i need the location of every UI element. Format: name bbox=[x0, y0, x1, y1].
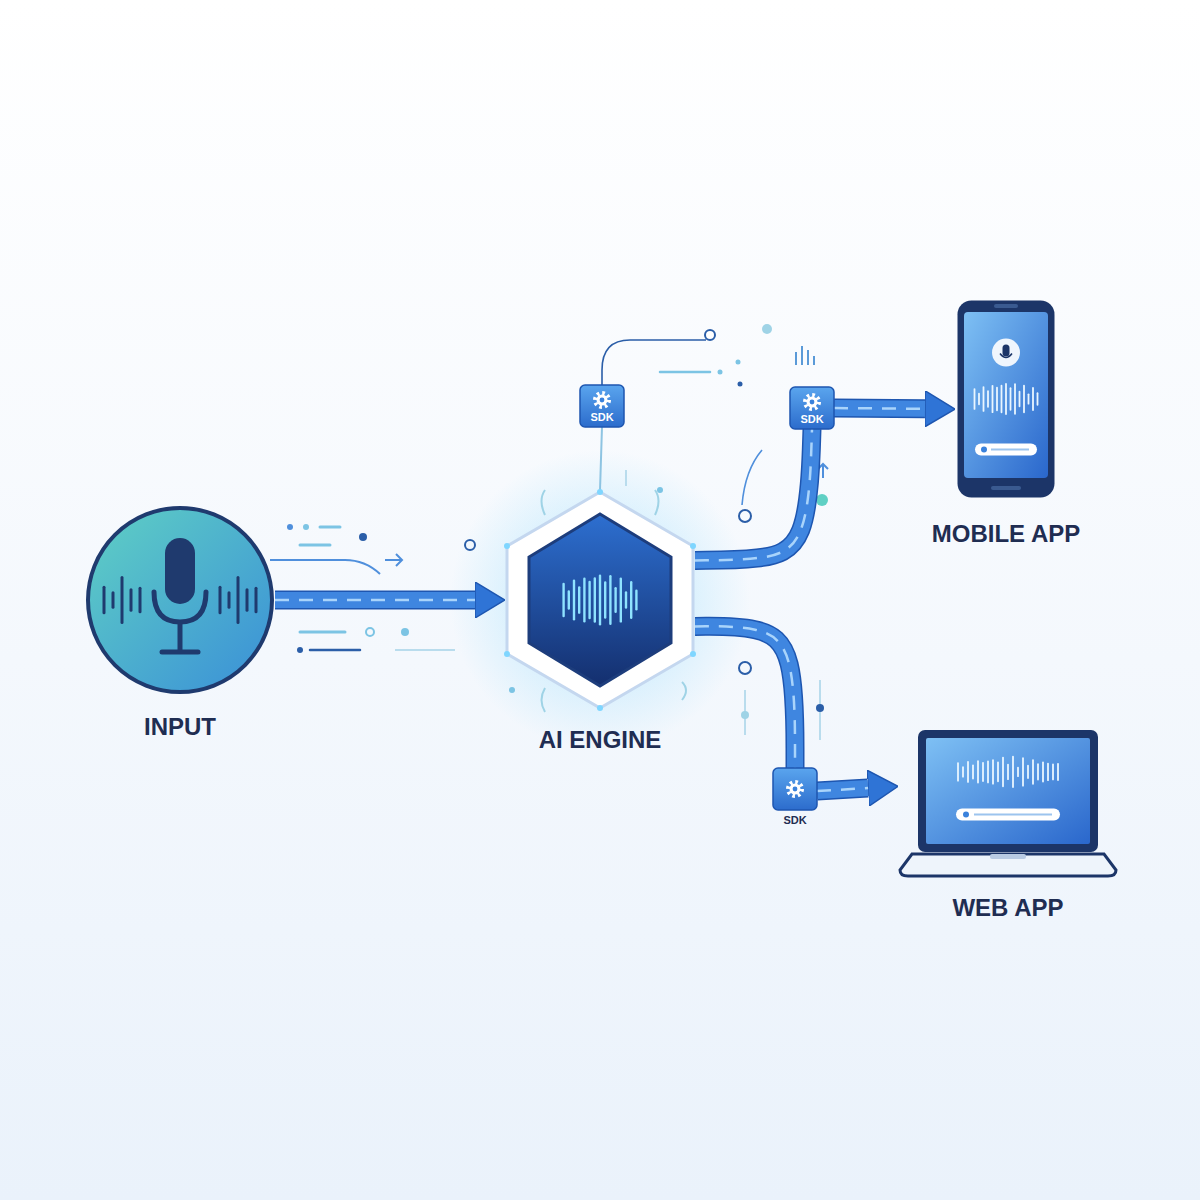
web-laptop-outline bbox=[898, 728, 1118, 890]
connector-outline bbox=[695, 626, 795, 768]
connector-highlight bbox=[834, 407, 925, 410]
connector-outline bbox=[817, 788, 868, 791]
connector-fill bbox=[275, 592, 475, 608]
connector-outline bbox=[834, 399, 925, 419]
connector-fill bbox=[695, 429, 812, 560]
node-label: MOBILE APP bbox=[932, 520, 1080, 548]
mobile-phone-outline bbox=[955, 298, 1057, 500]
connector-highlight bbox=[695, 429, 812, 560]
sdk-box: SDK bbox=[773, 768, 817, 810]
sdk-box: SDK bbox=[790, 387, 834, 429]
web-laptop: WEB APP bbox=[898, 728, 1118, 890]
thin-link bbox=[600, 427, 602, 490]
connector-outline bbox=[275, 591, 475, 610]
flow-band bbox=[695, 429, 812, 560]
sdk-box: SDK bbox=[580, 385, 624, 427]
input-microphone-outline bbox=[85, 505, 275, 695]
node-label: AI ENGINE bbox=[539, 726, 662, 754]
sdk-label: SDK bbox=[800, 413, 823, 426]
sdk-box-outline bbox=[773, 768, 817, 810]
connector-highlight bbox=[275, 599, 475, 602]
connector-outline bbox=[600, 427, 602, 490]
connector-outline bbox=[695, 429, 812, 560]
node-label: WEB APP bbox=[952, 894, 1063, 922]
connector-highlight bbox=[695, 626, 795, 768]
connector-fill bbox=[834, 400, 925, 417]
node-label: INPUT bbox=[144, 713, 216, 741]
input-microphone: INPUT bbox=[85, 505, 275, 695]
connector-fill bbox=[695, 626, 795, 768]
ai-engine-hexagon-outline bbox=[505, 490, 695, 710]
mobile-phone: MOBILE APP bbox=[955, 298, 1057, 500]
sdk-label: SDK bbox=[590, 411, 613, 424]
sdk-label: SDK bbox=[783, 814, 806, 827]
flow-decor bbox=[270, 324, 828, 750]
ai-engine-hexagon: AI ENGINE bbox=[505, 490, 695, 710]
connector-highlight bbox=[817, 788, 868, 791]
connector-fill bbox=[817, 788, 868, 791]
flow-arrow bbox=[834, 408, 925, 410]
flow-arrow bbox=[817, 788, 868, 791]
flow-band bbox=[695, 626, 795, 768]
flow-arrow bbox=[275, 600, 475, 601]
